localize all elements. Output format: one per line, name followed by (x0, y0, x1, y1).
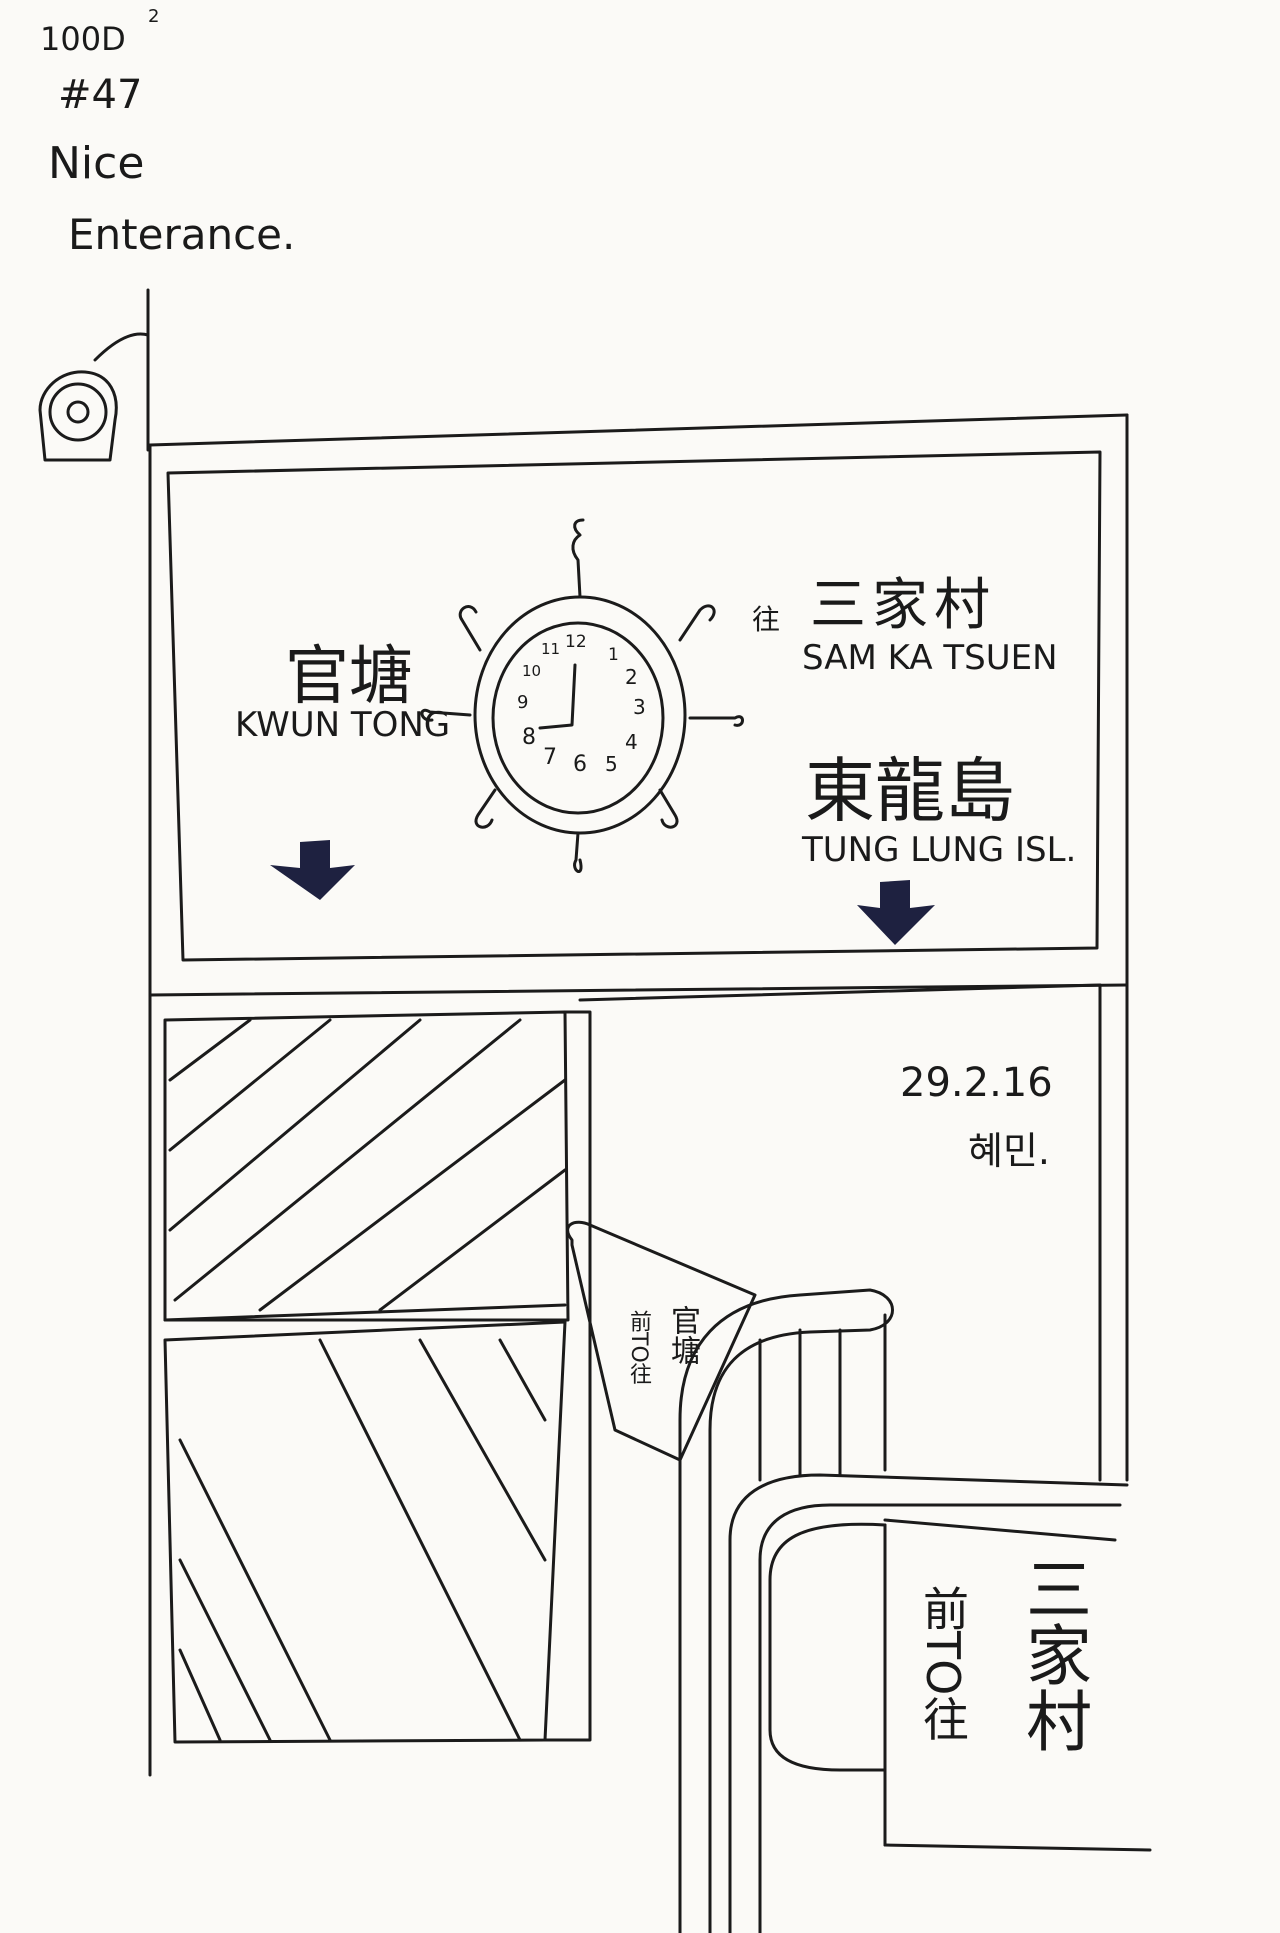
sign-left-cn: 官塘 (285, 640, 413, 714)
small-banner-left: 前TO往 (626, 1310, 651, 1385)
window-panes (163, 983, 1102, 1744)
sign-right2-cn: 東龍島 (805, 750, 1015, 832)
clock-number-12: 12 (565, 632, 587, 652)
signature: 혜민. (968, 1129, 1050, 1173)
big-banner-left: 前TO往 (916, 1585, 970, 1742)
down-arrow-icon (270, 840, 355, 900)
clock-number-6: 6 (573, 752, 587, 777)
wall-lamp (38, 288, 150, 462)
series-label: 100D (40, 20, 126, 58)
sign-right1-en: SAM KA TSUEN (802, 638, 1058, 678)
series-superscript: 2 (148, 6, 160, 27)
small-banner-right: 官塘 (665, 1305, 700, 1365)
clock-number-8: 8 (522, 725, 536, 750)
clock-number-1: 1 (608, 645, 619, 665)
clock-number-4: 4 (625, 730, 638, 754)
railing (678, 1288, 1152, 1933)
title-line-2: Enterance. (68, 210, 296, 259)
ships-wheel-clock (420, 518, 744, 873)
down-arrows (270, 840, 935, 945)
clock-number-7: 7 (543, 745, 557, 770)
title-line-1: Nice (48, 138, 145, 189)
sign-right-prefix: 往 (752, 603, 781, 636)
clock-number-9: 9 (517, 692, 529, 713)
date-note: 29.2.16 (900, 1060, 1053, 1106)
clock-number-3: 3 (633, 695, 646, 719)
small-banner-shape (566, 1220, 757, 1462)
sign-right1-cn: 三家村 (810, 573, 996, 638)
sign-left-en: KWUN TONG (235, 705, 451, 745)
sign-right2-en: TUNG LUNG ISL. (802, 830, 1077, 870)
down-arrow-icon (857, 880, 935, 945)
sign-frame (148, 413, 1129, 1777)
clock-number-5: 5 (605, 752, 618, 776)
entry-number: #47 (58, 72, 143, 118)
clock-number-11: 11 (541, 640, 561, 658)
clock-number-10: 10 (522, 662, 542, 680)
clock-number-2: 2 (625, 665, 638, 689)
big-banner-right: 三家村 (1015, 1555, 1092, 1753)
